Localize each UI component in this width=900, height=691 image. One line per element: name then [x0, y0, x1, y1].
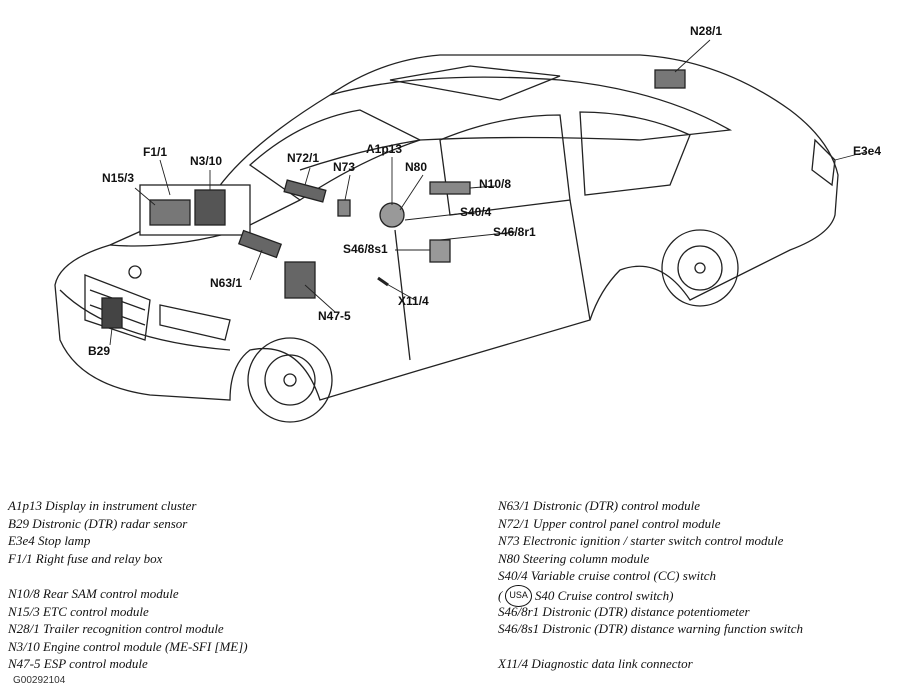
legend-item: N15/3 ETC control module [8, 603, 149, 619]
module-n10-8 [429, 181, 471, 195]
legend-item: N80 Steering column module [498, 550, 650, 566]
callout-s46-8r1: S46/8r1 [493, 225, 536, 239]
side-window-front [439, 114, 571, 216]
callout-s46-8s1: S46/8s1 [343, 242, 388, 256]
callout-n47-5: N47-5 [318, 309, 351, 323]
bumper [59, 289, 231, 351]
module-n63-1 [237, 229, 283, 259]
legend-item: X11/4 Diagnostic data link connector [498, 656, 693, 672]
side-window-rear [579, 111, 691, 196]
legend-item: N72/1 Upper control panel control module [498, 515, 721, 531]
figure-code: G00292104 [13, 675, 66, 686]
legend-item: N28/1 Trailer recognition control module [8, 621, 224, 637]
module-s46-8s1 [429, 239, 451, 263]
steering-n80 [379, 202, 405, 228]
callout-s40-4: S40/4 [460, 205, 492, 219]
module-n28-1 [654, 69, 686, 89]
callout-n63-1: N63/1 [210, 276, 243, 290]
legend-item: E3e4 Stop lamp [8, 533, 91, 549]
windshield [248, 109, 422, 201]
star-emblem [128, 265, 142, 279]
headlight [159, 304, 231, 341]
legend-item: A1p13 Display in instrument cluster [8, 498, 197, 513]
roof-line [299, 76, 733, 171]
tail-lamp [811, 138, 836, 187]
module-n72-1 [283, 179, 327, 203]
legend-item: N63/1 Distronic (DTR) control module [498, 498, 700, 513]
module-n3-10 [194, 189, 226, 226]
sensor-b29 [101, 297, 123, 329]
module-n15-3 [149, 199, 191, 226]
legend-item: N10/8 Rear SAM control module [8, 585, 179, 601]
callout-b29: B29 [88, 344, 111, 358]
legend-item: S40/4 Variable cruise control (CC) switc… [498, 568, 716, 584]
legend-right: N63/1 Distronic (DTR) control module N72… [498, 497, 803, 673]
callout-n28-1: N28/1 [690, 24, 723, 38]
callout-f1-1: F1/1 [143, 145, 168, 159]
callout-n73: N73 [333, 160, 356, 174]
legend-item: F1/1 Right fuse and relay box [8, 550, 163, 566]
callout-n15-3: N15/3 [102, 171, 135, 185]
door-line [394, 199, 591, 361]
sunroof [389, 65, 561, 101]
legend-item: S46/8s1 Distronic (DTR) distance warning… [498, 621, 804, 637]
callout-n80: N80 [405, 160, 428, 174]
grille [84, 274, 151, 341]
callout-n72-1: N72/1 [287, 151, 320, 165]
legend-item: B29 Distronic (DTR) radar sensor [8, 515, 188, 531]
callout-a1p13: A1p13 [366, 142, 403, 156]
callout-e3e4: E3e4 [853, 144, 882, 158]
rear-wheel [661, 229, 739, 307]
module-n73 [337, 199, 351, 217]
legend-left: A1p13 Display in instrument cluster B29 … [8, 497, 248, 673]
leader-lines [109, 39, 867, 346]
module-n47-5 [284, 261, 316, 299]
legend-item: N73 Electronic ignition / starter switch… [498, 533, 784, 549]
callout-n10-8: N10/8 [479, 177, 512, 191]
legend-item: N3/10 Engine control module (ME-SFI [ME]… [8, 638, 248, 654]
legend-item: S46/8r1 Distronic (DTR) distance potenti… [498, 603, 750, 619]
callout-x11-4: X11/4 [398, 294, 429, 308]
callout-n3-10: N3/10 [190, 154, 223, 168]
usa-note-text: S40 Cruise control switch) [534, 587, 674, 603]
usa-badge-icon: USA [505, 584, 532, 607]
car-illustration [54, 39, 867, 423]
front-wheel [247, 337, 333, 423]
usa-note-open: ( [498, 587, 503, 603]
legend-item: N47-5 ESP control module [8, 656, 148, 672]
car-body-outline [54, 54, 839, 401]
